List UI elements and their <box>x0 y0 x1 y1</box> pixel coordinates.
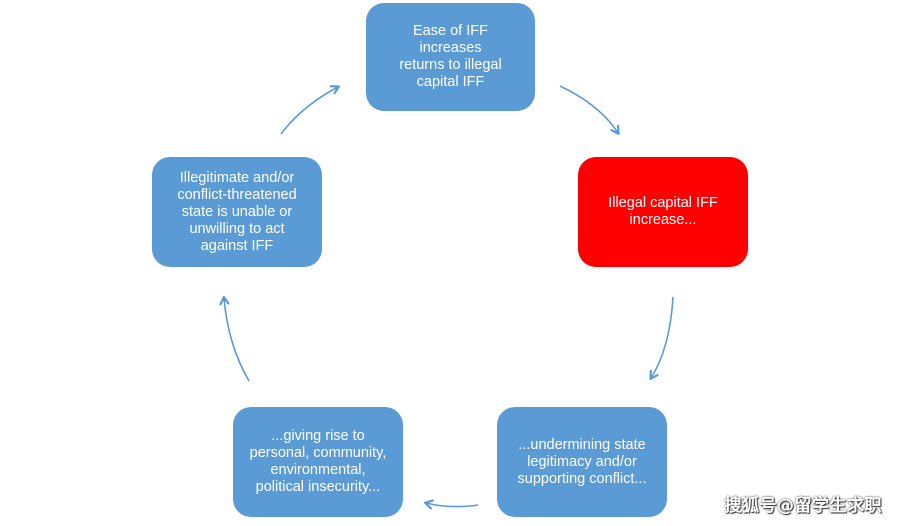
node-top: Ease of IFF increases returns to illegal… <box>366 3 535 111</box>
node-bottom-left: ...giving rise to personal, community, e… <box>233 407 403 517</box>
node-bottom-left-label: ...giving rise to personal, community, e… <box>249 428 387 495</box>
node-top-label: Ease of IFF increases returns to illegal… <box>399 23 502 90</box>
node-right: Illegal capital IFF increase... <box>578 157 748 267</box>
node-right-label: Illegal capital IFF increase... <box>608 195 718 228</box>
arrow-right-to-bottom-right <box>651 296 674 378</box>
node-left: Illegitimate and/or conflict-threatened … <box>152 157 322 267</box>
arrow-top-to-right <box>559 85 618 133</box>
arrow-bottom-left-to-left <box>224 298 250 382</box>
watermark-text: 搜狐号@留学生求职 <box>724 496 882 516</box>
node-bottom-right-label: ...undermining state legitimacy and/or s… <box>517 436 647 487</box>
node-left-label: Illegitimate and/or conflict-threatened … <box>177 169 297 254</box>
arrow-left-to-top <box>280 87 338 135</box>
arrow-bottom-right-to-bottom-left <box>426 503 479 507</box>
node-bottom-right: ...undermining state legitimacy and/or s… <box>497 407 667 517</box>
